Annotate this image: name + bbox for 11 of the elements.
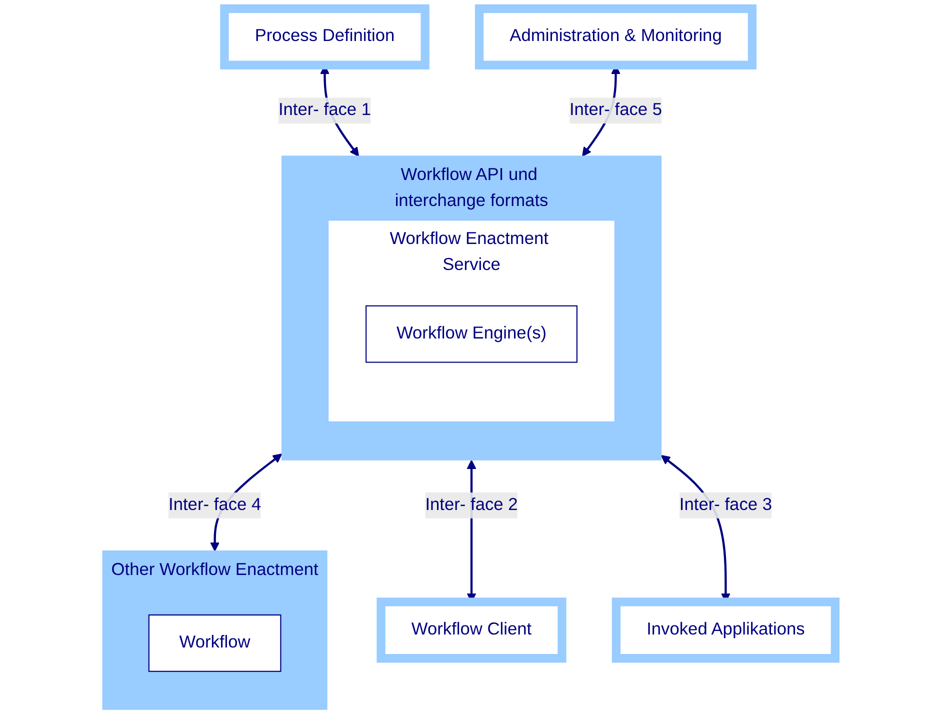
edge-label: Inter- face 4 <box>168 496 262 514</box>
node-box: Workflow <box>148 614 282 672</box>
node-box: Invoked Applikations <box>612 598 840 663</box>
node-box: Administration & Monitoring <box>474 4 757 70</box>
node-box: Workflow Client <box>376 598 566 663</box>
edge-label: Inter- face 1 <box>278 100 372 120</box>
node-box: Process Definition <box>220 4 430 70</box>
node-box: Workflow Engine(s) <box>366 305 578 363</box>
edge-label: Inter- face 5 <box>569 100 662 120</box>
edge-label: Inter- face 3 <box>679 496 772 514</box>
edge-label: Inter- face 2 <box>425 496 518 514</box>
